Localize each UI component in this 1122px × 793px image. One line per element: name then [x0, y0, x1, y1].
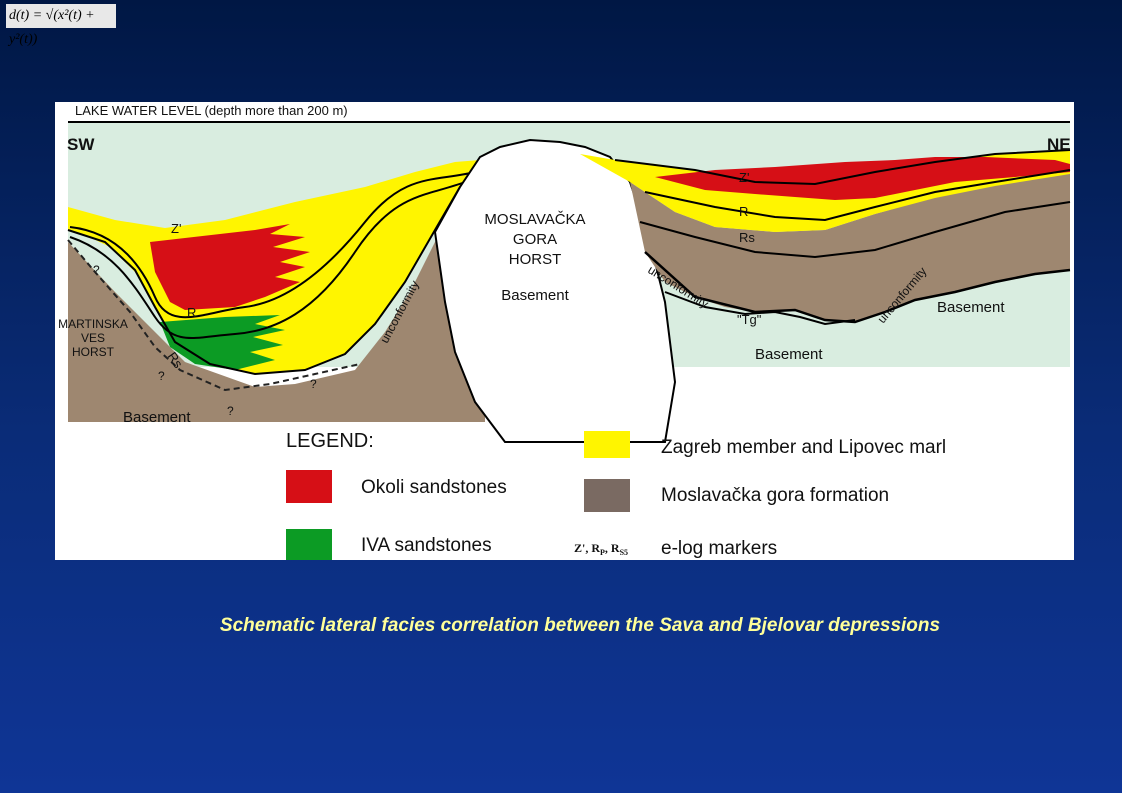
martinska-label-line1: MARTINSKA: [58, 317, 128, 331]
sw-label: SW: [67, 135, 95, 154]
left-okoli-sandstones: [150, 224, 310, 310]
legend-swatch-moslavacka: [584, 479, 630, 512]
horst-basement-label: Basement: [501, 287, 569, 304]
lake-level-label: LAKE WATER LEVEL (depth more than 200 m): [75, 103, 348, 118]
horst-label-line1: MOSLAVAČKA: [484, 211, 585, 228]
legend-iva-label: IVA sandstones: [361, 535, 492, 556]
legend-elog-label: e-log markers: [661, 538, 777, 559]
figure-caption: Schematic lateral facies correlation bet…: [219, 615, 941, 636]
legend-okoli-label: Okoli sandstones: [361, 477, 507, 498]
basement-ne-right-label: Basement: [937, 299, 1005, 316]
marker-z-right: Z': [739, 170, 749, 185]
legend-swatch-zagreb: [584, 431, 630, 458]
horst-label-line2: GORA: [513, 231, 557, 248]
marker-r-left: R: [187, 305, 196, 320]
martinska-label-line2: VES: [81, 331, 105, 345]
formula-image: d(t) = √(x²(t) + y²(t)): [6, 4, 116, 47]
legend-swatch-iva: [286, 529, 332, 560]
right-brown-layer: [630, 172, 1070, 322]
question-mark: ?: [227, 404, 234, 418]
martinska-label-line3: HORST: [72, 345, 115, 359]
horst-label-line3: HORST: [509, 251, 562, 268]
cross-section-svg: LAKE WATER LEVEL (depth more than 200 m)…: [58, 103, 1071, 560]
right-okoli-sandstones: [655, 157, 1070, 200]
legend-zagreb-label: Zagreb member and Lipovec marl: [661, 437, 946, 458]
legend-elog-symbol: Z', RP, RS5: [574, 541, 628, 557]
cross-section-figure: LAKE WATER LEVEL (depth more than 200 m)…: [55, 102, 1074, 560]
marker-r-right: R: [739, 204, 748, 219]
basement-sw-label: Basement: [123, 409, 191, 426]
left-brown-slope: [68, 172, 485, 422]
question-mark: ?: [158, 369, 165, 383]
left-iva-sandstones: [160, 315, 285, 370]
tg-marker-label: "Tg": [737, 312, 762, 327]
legend-moslavacka-label: Moslavačka gora formation: [661, 485, 889, 506]
legend-swatch-okoli: [286, 470, 332, 503]
ne-label: NE: [1047, 135, 1071, 154]
basement-ne-center-label: Basement: [755, 346, 823, 363]
question-mark: ?: [310, 377, 317, 391]
marker-z-left: Z': [171, 221, 181, 236]
legend-title: LEGEND:: [286, 430, 374, 452]
marker-rs-right: Rs: [739, 230, 755, 245]
question-mark: ?: [93, 263, 100, 277]
